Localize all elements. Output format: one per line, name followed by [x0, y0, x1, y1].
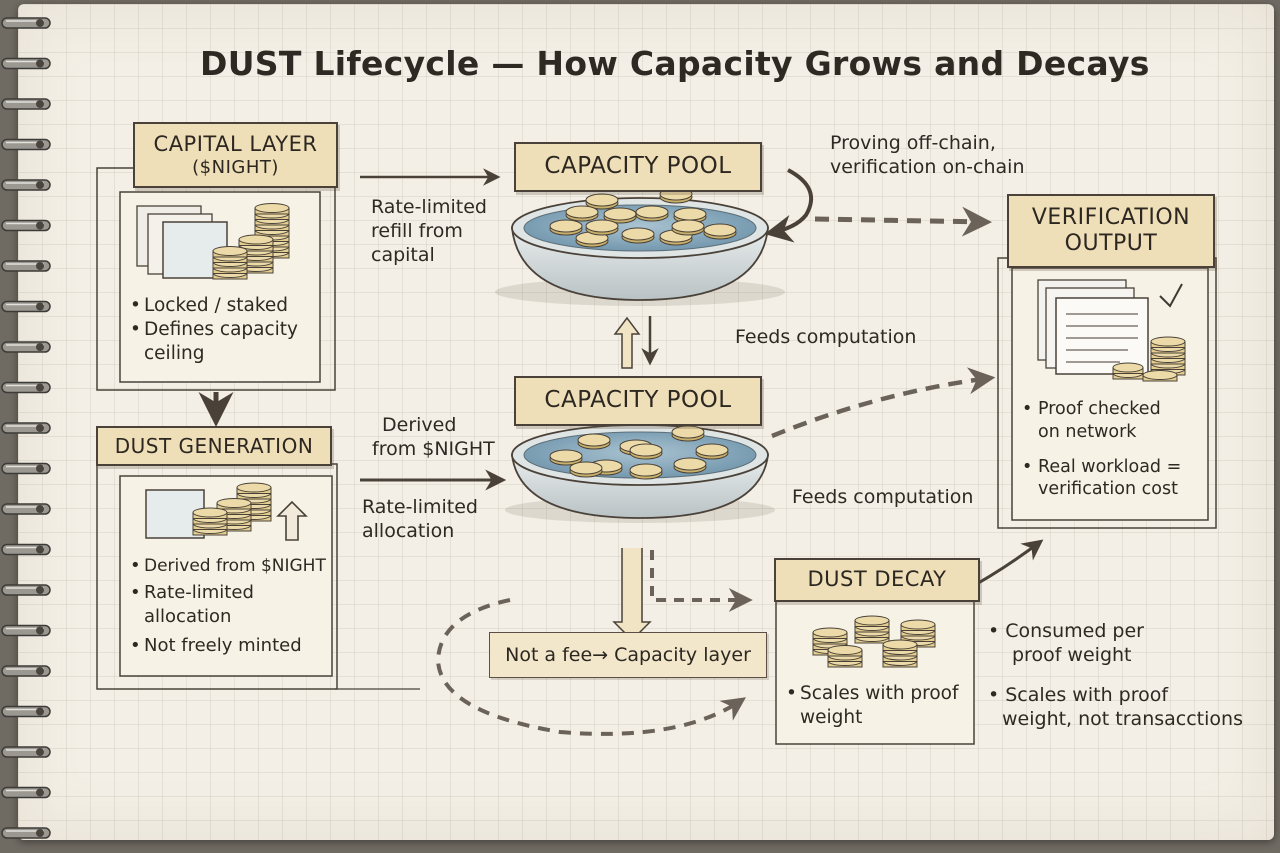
annotation-line: weight, not transacctions — [1002, 707, 1243, 730]
list-item: •Real workload = — [1022, 456, 1182, 477]
coin-stack-icon — [212, 203, 290, 280]
list-item: on network — [1038, 421, 1137, 442]
annotation-line: verification on-chain — [830, 155, 1025, 178]
feeds-computation-label-2: Feeds computation — [792, 486, 974, 508]
capital-layer-bullets: •Locked / staked •Defines capacity ceili… — [130, 294, 298, 366]
dust-generation-bullets: •Derived from $NIGHT •Rate-limited alloc… — [130, 554, 326, 658]
arrow-up-between-pools — [613, 316, 641, 369]
annotation-line: allocation — [362, 519, 455, 542]
list-item: •Scales with proof — [786, 683, 959, 704]
annotation-line: capital — [371, 243, 435, 266]
annotation-line: refill from — [371, 219, 463, 242]
annotation-line: proof weight — [1012, 643, 1132, 666]
dashed-arrow-to-decay — [650, 550, 753, 612]
list-item: ceiling — [144, 343, 205, 365]
list-item: weight — [800, 707, 863, 729]
list-item: •Not freely minted — [130, 635, 302, 657]
list-item: •Defines capacity — [130, 319, 299, 341]
checkmark-icon — [1159, 283, 1183, 308]
dust-generation-header: DUST GENERATION — [96, 426, 332, 466]
list-item: •Derived from $NIGHT — [130, 555, 326, 576]
list-item: verification cost — [1038, 479, 1178, 500]
dust-decay-header: DUST DECAY — [774, 558, 980, 602]
list-item: •Rate-limited — [130, 582, 254, 604]
capital-layer-title: CAPITAL LAYER — [153, 131, 318, 156]
annotation-line: Proving off-chain, — [830, 132, 996, 154]
consumed-annotation: • Consumed per proof weight — [988, 620, 1144, 668]
arrow-proving-loop — [764, 168, 813, 243]
capital-layer-subtitle: ($NIGHT) — [192, 156, 279, 178]
annotation-line: • Scales with proof — [988, 684, 1169, 706]
document-stack-icon — [1037, 279, 1149, 375]
list-item: allocation — [144, 605, 232, 627]
annotation-line: Rate-limited — [371, 196, 487, 218]
capacity-pool-middle-header: CAPACITY POOL — [514, 376, 762, 426]
verification-title-line1: VERIFICATION — [1031, 204, 1191, 230]
annotation-line: Derived — [382, 414, 457, 436]
coin-pile — [549, 187, 737, 248]
page-title: DUST Lifecycle — How Capacity Grows and … — [200, 44, 1150, 83]
capacity-pool-top-header: CAPACITY POOL — [514, 142, 762, 192]
derived-annotation: Derived from $NIGHT — [372, 414, 495, 462]
coin-pile — [549, 425, 729, 480]
allocation-annotation: Rate-limited allocation — [362, 496, 478, 544]
list-item: •Proof checked — [1022, 399, 1161, 419]
verification-title-line2: OUTPUT — [1064, 231, 1158, 256]
coin-stack-icon — [1112, 336, 1186, 382]
proving-annotation: Proving off-chain, verification on-chain — [830, 132, 1025, 180]
annotation-line: Rate-limited — [362, 496, 478, 518]
verification-bullets: •Proof checked on network •Real workload… — [1022, 398, 1181, 501]
list-item: •Locked / staked — [130, 295, 289, 316]
annotation-line: • Consumed per — [988, 620, 1144, 642]
feeds-computation-label-1: Feeds computation — [735, 326, 917, 348]
not-a-fee-note: Not a fee→ Capacity layer — [489, 632, 767, 678]
dashed-arrow-mid-to-verification — [771, 367, 996, 439]
dashed-arrow-to-verification — [814, 206, 992, 237]
up-arrow-icon — [276, 500, 308, 541]
refill-annotation: Rate-limited refill from capital — [371, 196, 487, 267]
dashed-loop-arrow — [435, 598, 746, 736]
notebook-spiral — [1, 17, 51, 839]
arrow-down-to-not-a-fee — [612, 548, 652, 642]
coin-stack-icon — [812, 615, 936, 668]
capital-layer-header: CAPITAL LAYER ($NIGHT) — [133, 122, 338, 188]
verification-output-header: VERIFICATION OUTPUT — [1007, 194, 1215, 268]
annotation-line: from $NIGHT — [372, 437, 495, 460]
scales-annotation: • Scales with proof weight, not transacc… — [988, 684, 1243, 732]
coin-stack-icon — [192, 482, 272, 536]
dust-decay-bullets: •Scales with proof weight — [786, 682, 959, 730]
